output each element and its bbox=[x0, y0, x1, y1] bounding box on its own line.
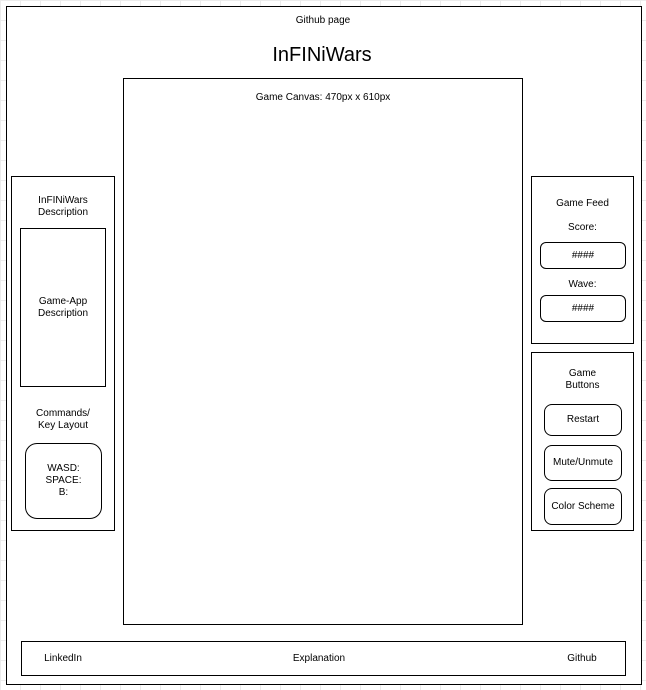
footer-explanation-link[interactable]: Explanation bbox=[292, 653, 346, 664]
github-page-link[interactable]: Github page bbox=[295, 15, 351, 26]
footer-github-link[interactable]: Github bbox=[567, 653, 597, 664]
game-buttons-panel: Game Buttons Restart Mute/Unmute Color S… bbox=[531, 352, 634, 531]
commands-title: Commands/ Key Layout bbox=[36, 408, 90, 431]
page-title: InFINiWars bbox=[272, 44, 372, 66]
score-value: #### bbox=[540, 242, 626, 269]
wave-value: #### bbox=[540, 295, 626, 322]
footer-linkedin-link[interactable]: LinkedIn bbox=[44, 653, 82, 664]
game-app-description: Game-App Description bbox=[20, 228, 106, 387]
wave-label: Wave: bbox=[568, 279, 597, 290]
footer: LinkedIn Explanation Github bbox=[21, 641, 626, 676]
game-canvas[interactable]: Game Canvas: 470px x 610px bbox=[123, 78, 523, 625]
restart-button[interactable]: Restart bbox=[544, 404, 622, 436]
color-scheme-button[interactable]: Color Scheme bbox=[544, 488, 622, 525]
description-panel-title: InFINiWars Description bbox=[37, 195, 89, 218]
game-canvas-label: Game Canvas: 470px x 610px bbox=[255, 92, 391, 103]
game-feed-title: Game Feed bbox=[556, 198, 609, 209]
key-layout-box: WASD: SPACE: B: bbox=[25, 443, 102, 519]
game-feed-panel: Game Feed Score: #### Wave: #### bbox=[531, 176, 634, 344]
score-label: Score: bbox=[568, 222, 597, 233]
description-panel: InFINiWars Description Game-App Descript… bbox=[11, 176, 115, 531]
game-buttons-title: Game Buttons bbox=[565, 368, 600, 391]
mute-unmute-button[interactable]: Mute/Unmute bbox=[544, 445, 622, 481]
